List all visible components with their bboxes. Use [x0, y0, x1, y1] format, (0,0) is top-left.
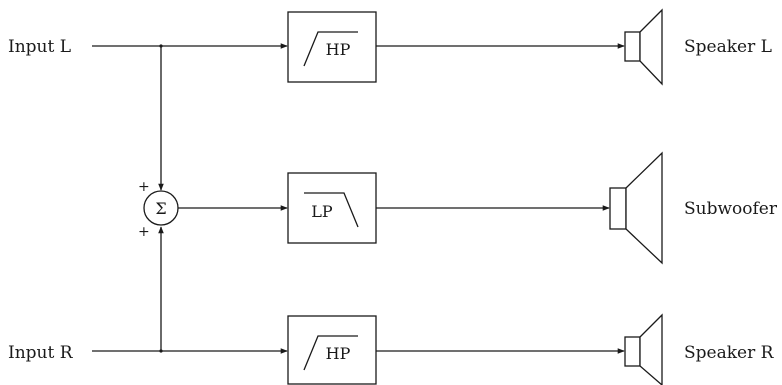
- speaker-right-icon: [624, 313, 663, 385]
- subwoofer-label: Subwoofer: [684, 199, 778, 219]
- highpass-filter-icon: [303, 335, 358, 371]
- speaker-left-label: Speaker L: [684, 37, 772, 57]
- subwoofer-icon: [609, 151, 663, 265]
- highpass-filter-bottom: HP: [287, 315, 377, 385]
- input-left-label: Input L: [8, 37, 71, 57]
- summer-symbol: Σ: [155, 199, 166, 218]
- hp-top-label: HP: [326, 40, 351, 59]
- summing-junction-icon: Σ: [143, 190, 179, 226]
- lowpass-filter-icon: [304, 192, 359, 228]
- speaker-left-icon: [624, 8, 663, 86]
- lowpass-filter: LP: [287, 172, 377, 244]
- summer-sign-bottom: +: [138, 224, 150, 240]
- speaker-right-label: Speaker R: [684, 343, 775, 363]
- hp-bottom-label: HP: [326, 344, 351, 363]
- highpass-filter-top: HP: [287, 11, 377, 83]
- input-right-label: Input R: [8, 343, 74, 363]
- lp-label: LP: [311, 202, 333, 221]
- summer-sign-top: +: [138, 179, 150, 195]
- highpass-filter-icon: [303, 31, 358, 67]
